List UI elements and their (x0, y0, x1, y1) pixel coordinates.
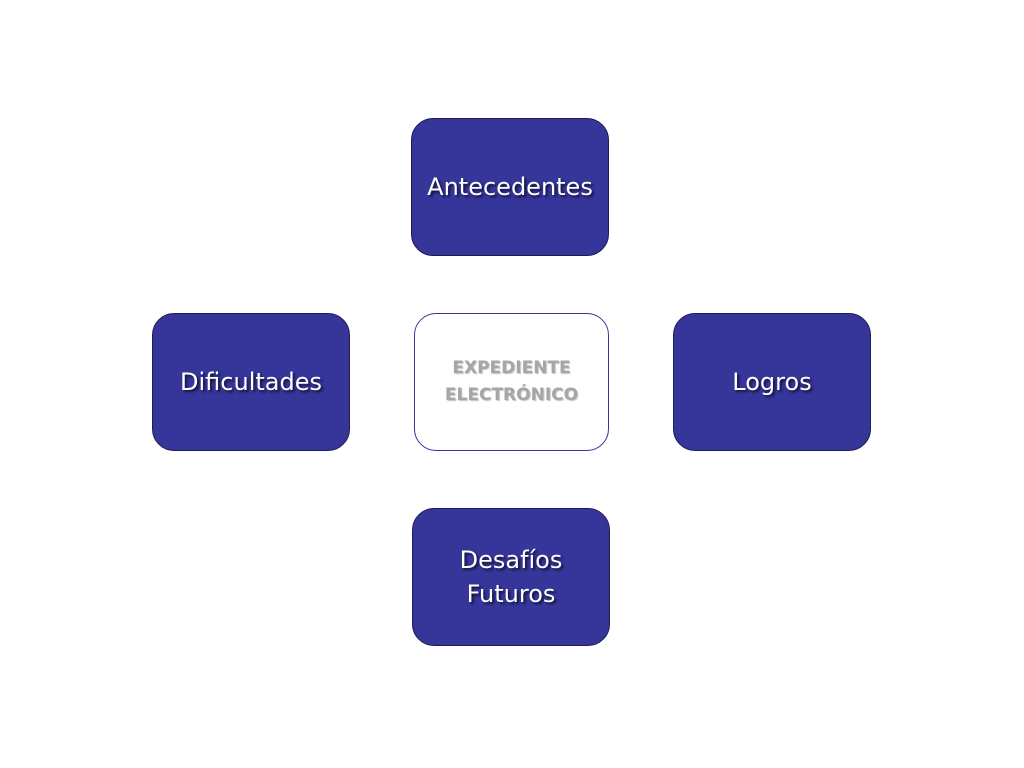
node-dificultades-label: Dificultades (180, 368, 322, 396)
node-antecedentes-label: Antecedentes (427, 173, 593, 201)
node-expediente-electronico-label: EXPEDIENTE ELECTRÓNICO (444, 358, 579, 405)
node-desafios-futuros: Desafíos Futuros (412, 508, 610, 646)
node-logros: Logros (673, 313, 871, 451)
node-antecedentes: Antecedentes (411, 118, 609, 256)
node-desafios-futuros-label: Desafíos Futuros (459, 546, 563, 608)
node-logros-label: Logros (732, 368, 812, 396)
node-dificultades: Dificultades (152, 313, 350, 451)
node-expediente-electronico: EXPEDIENTE ELECTRÓNICO (414, 313, 609, 451)
